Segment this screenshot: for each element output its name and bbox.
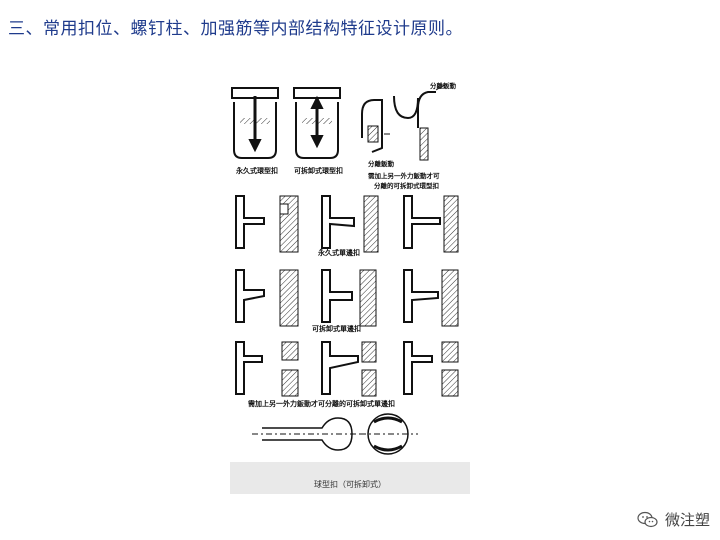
label-separation-right: 分離鈑動 (430, 82, 456, 90)
label-external-force-ring-1: 需加上另一外力鈑動才可 (368, 172, 440, 180)
quick-snap-removable-row (235, 269, 459, 327)
label-separation-bottom: 分離鈑動 (368, 160, 394, 168)
wechat-icon (637, 511, 658, 527)
ring-snap-removable (293, 87, 341, 159)
snap-fit-drawing (231, 83, 459, 455)
label-external-force-quick: 需加上另一外力鈑動才可分離的可拆卸式單邊扣 (248, 400, 395, 408)
label-removable-ring: 可拆卸式環型扣 (294, 167, 343, 175)
label-permanent-quick: 永久式單邊扣 (318, 249, 360, 257)
label-removable-quick: 可拆卸式單邊扣 (312, 325, 361, 333)
label-external-force-ring-2: 分離的可拆卸式環型扣 (374, 182, 439, 190)
caption-band: 球型扣（可拆卸式） (230, 462, 470, 494)
ring-snap-external-force (361, 83, 447, 161)
snap-fit-figure: 分離鈑動 分離鈑動 永久式環型扣 可拆卸式環型扣 需加上另一外力鈑動才可 分離的… (222, 78, 476, 496)
label-permanent-ring: 永久式環型扣 (236, 167, 278, 175)
watermark-text: 微注塑 (664, 511, 710, 529)
ball-snap (252, 413, 418, 455)
quick-snap-external-force-row (235, 341, 459, 397)
quick-snap-permanent-row (235, 195, 459, 253)
page-heading: 三、常用扣位、螺钉柱、加强筋等内部结构特征设计原则。 (8, 19, 463, 39)
figure-caption: 球型扣（可拆卸式） (314, 480, 386, 489)
watermark: 微注塑 (637, 509, 710, 530)
ring-snap-permanent (231, 87, 279, 159)
